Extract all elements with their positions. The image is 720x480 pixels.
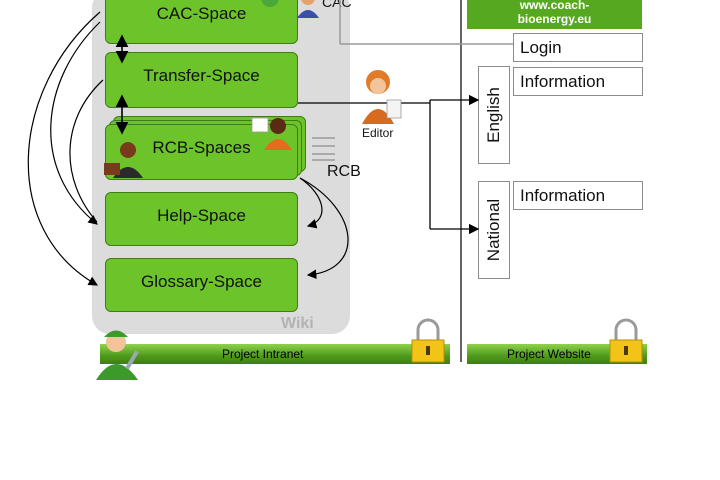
rcb-space: RCB-Spaces xyxy=(105,124,298,180)
project-intranet-label: Project Intranet xyxy=(222,347,304,361)
national-information-label: Information xyxy=(520,186,606,205)
english-information-box: Information xyxy=(513,67,643,96)
rcb-to-help-arrow xyxy=(299,177,323,229)
project-intranet-bar: Project Intranet xyxy=(100,344,450,364)
mechanic-icon xyxy=(96,330,139,380)
rcb-space-label: RCB-Spaces xyxy=(152,138,251,157)
glossary-space: Glossary-Space xyxy=(105,258,298,312)
padlock-icon xyxy=(411,318,445,363)
rcb-person-icon-left xyxy=(104,142,143,178)
transfer-to-help-curve xyxy=(69,79,104,223)
website-url-line2: bioenergy.eu xyxy=(517,12,592,26)
login-label: Login xyxy=(520,38,562,57)
project-website-bar: Project Website xyxy=(467,344,647,364)
cac-space: CAC-Space xyxy=(105,0,298,44)
transfer-space: Transfer-Space xyxy=(105,52,298,108)
rcb-tag: RCB xyxy=(327,163,361,180)
help-space-label: Help-Space xyxy=(157,206,246,225)
cac-space-label: CAC-Space xyxy=(156,4,247,23)
person-icon xyxy=(261,0,319,18)
editor-icon xyxy=(362,70,402,124)
website-header: www.coach- bioenergy.eu xyxy=(467,0,642,29)
cac-to-help-arrow xyxy=(50,21,101,225)
english-information-label: Information xyxy=(520,72,606,91)
glossary-space-label: Glossary-Space xyxy=(141,272,262,291)
help-space: Help-Space xyxy=(105,192,298,246)
website-url-line1: www.coach- xyxy=(519,0,590,12)
cac-to-glossary-arrow xyxy=(27,11,101,286)
login-box: Login xyxy=(513,33,643,62)
project-website-label: Project Website xyxy=(507,347,591,361)
rcb-input-arrows xyxy=(312,137,335,161)
editor-label: Editor xyxy=(362,126,394,140)
padlock-icon xyxy=(609,318,643,363)
transfer-space-label: Transfer-Space xyxy=(143,66,260,85)
wiki-label: Wiki xyxy=(281,315,314,332)
english-section: English xyxy=(478,66,510,164)
rcb-person-icon-right xyxy=(251,117,292,150)
rcb-to-glossary-arrow xyxy=(299,177,349,280)
national-information-box: Information xyxy=(513,181,643,210)
cac-tag: CAC xyxy=(322,0,352,10)
